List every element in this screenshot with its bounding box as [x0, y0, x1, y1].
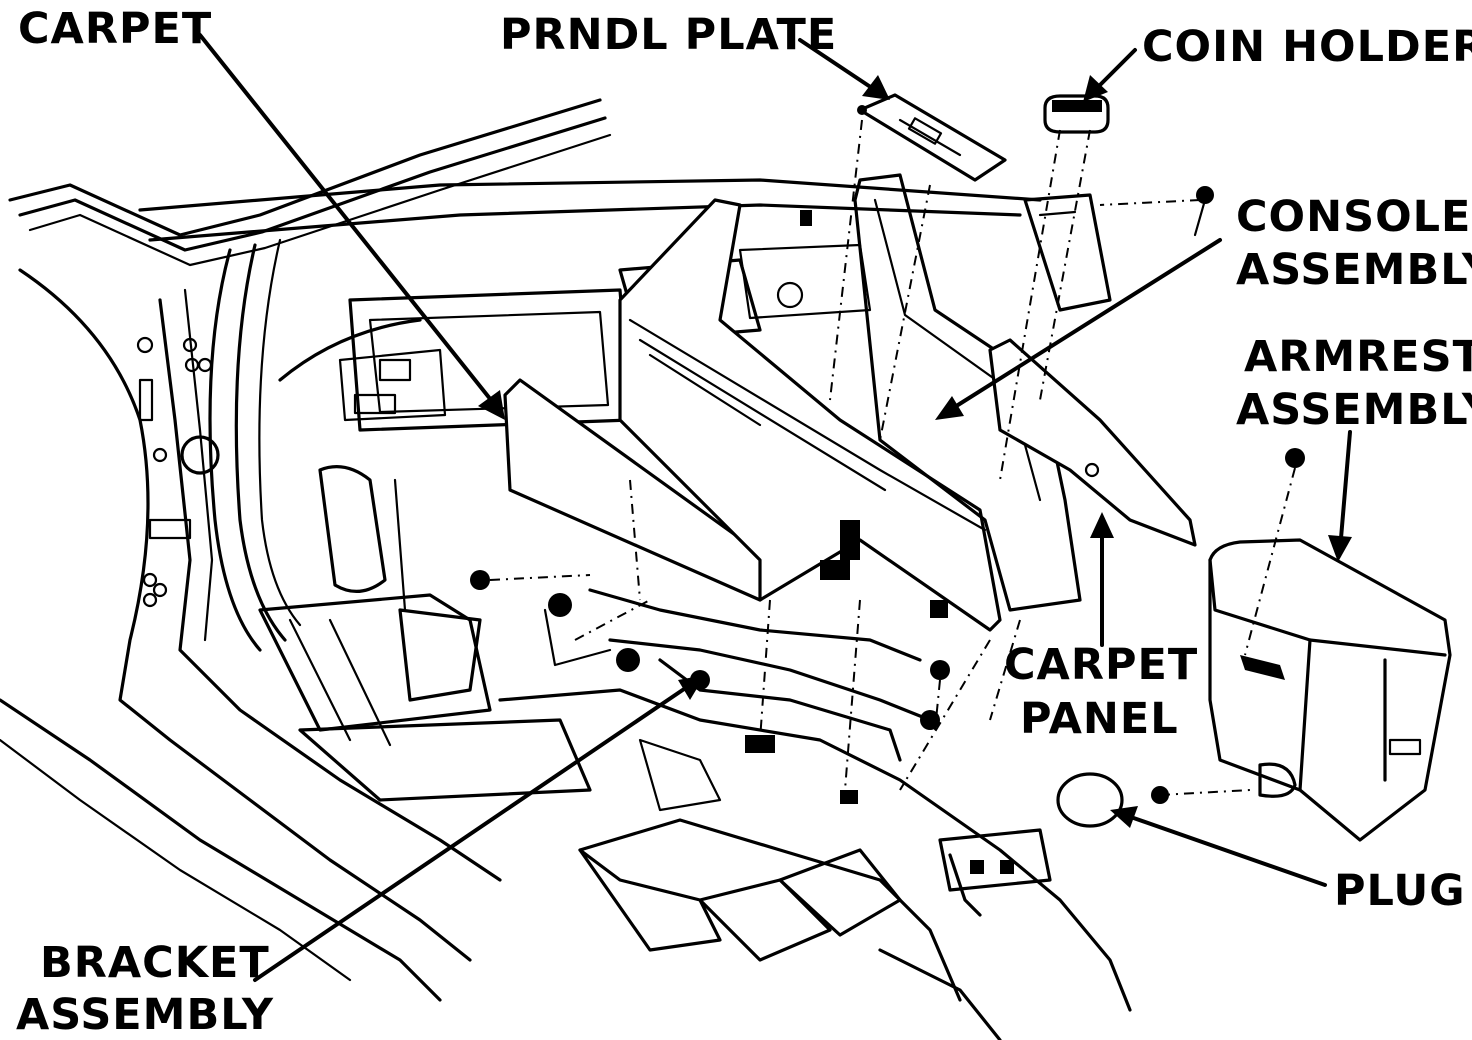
floor	[258, 465, 1132, 1040]
label-carpet-panel-line1: CARPET	[1004, 640, 1199, 690]
label-console-line2: ASSEMBLY	[1236, 245, 1472, 295]
label-bracket-line2: ASSEMBLY	[16, 990, 275, 1040]
armrest-assembly-part	[1208, 448, 1452, 842]
dashboard	[138, 178, 1042, 432]
label-plug: PLUG	[1334, 866, 1466, 916]
label-console-line1: CONSOLE	[1236, 192, 1472, 242]
label-carpet: CARPET	[18, 4, 213, 54]
coin-holder-part	[1043, 94, 1110, 134]
leader-lines	[198, 33, 1352, 982]
label-armrest-line2: ASSEMBLY	[1236, 385, 1472, 435]
prndl-plate-part	[857, 93, 1007, 182]
label-carpet-panel-line2: PANEL	[1020, 694, 1179, 744]
carpet-panel-part	[988, 338, 1197, 547]
label-prndl-plate: PRNDL PLATE	[500, 10, 838, 60]
label-bracket-line1: BRACKET	[40, 938, 270, 988]
plug-part	[1056, 772, 1169, 828]
assembly-dashed-lines	[489, 119, 1296, 796]
label-coin-holder: COIN HOLDER	[1142, 22, 1472, 72]
console-assembly-part	[618, 173, 1112, 632]
label-armrest-line1: ARMREST	[1244, 332, 1472, 382]
door-frame	[0, 98, 612, 1002]
